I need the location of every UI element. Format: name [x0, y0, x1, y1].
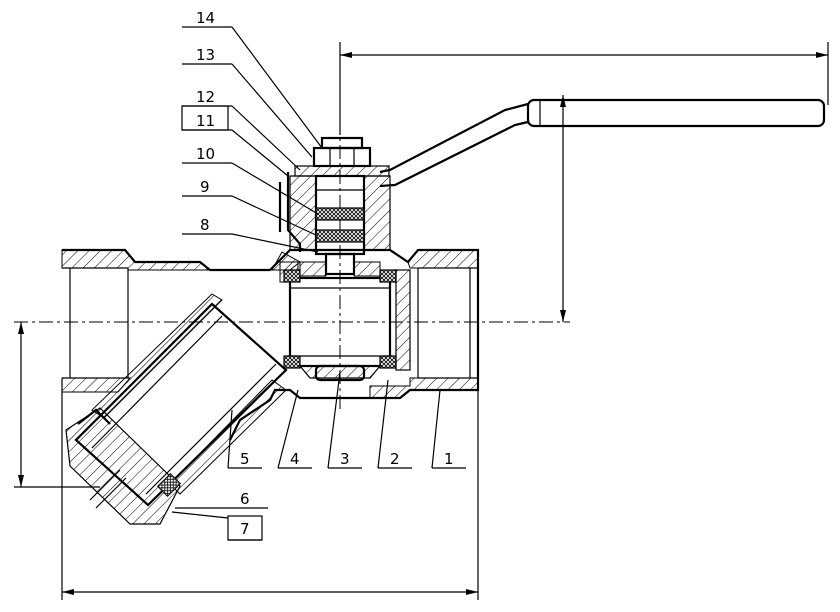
part-label-4: 4	[290, 450, 300, 468]
part-label-9: 9	[200, 178, 210, 196]
part-label-3: 3	[340, 450, 350, 468]
valve-body	[61, 248, 480, 441]
part-label-7: 7	[240, 520, 250, 538]
part-label-5: 5	[240, 450, 250, 468]
part-label-6: 6	[240, 490, 250, 508]
part-label-11: 11	[196, 112, 215, 130]
strainer	[65, 293, 288, 525]
part-label-14: 14	[196, 9, 215, 27]
part-label-10: 10	[196, 145, 215, 163]
part-label-8: 8	[200, 216, 210, 234]
part-11-box	[181, 105, 229, 131]
part-7-box	[227, 515, 263, 541]
dimension-lines	[14, 42, 829, 600]
stem-assembly	[278, 136, 391, 276]
part-label-2: 2	[390, 450, 400, 468]
ball-and-seats	[283, 261, 411, 382]
part-label-13: 13	[196, 46, 215, 64]
part-label-1: 1	[444, 450, 454, 468]
leader-lines	[171, 26, 466, 541]
handle	[379, 98, 826, 188]
part-labels: 14 13 12 11 10 9 8 5 4 3 2 1 6 7	[196, 9, 454, 538]
part-label-12: 12	[196, 88, 215, 106]
